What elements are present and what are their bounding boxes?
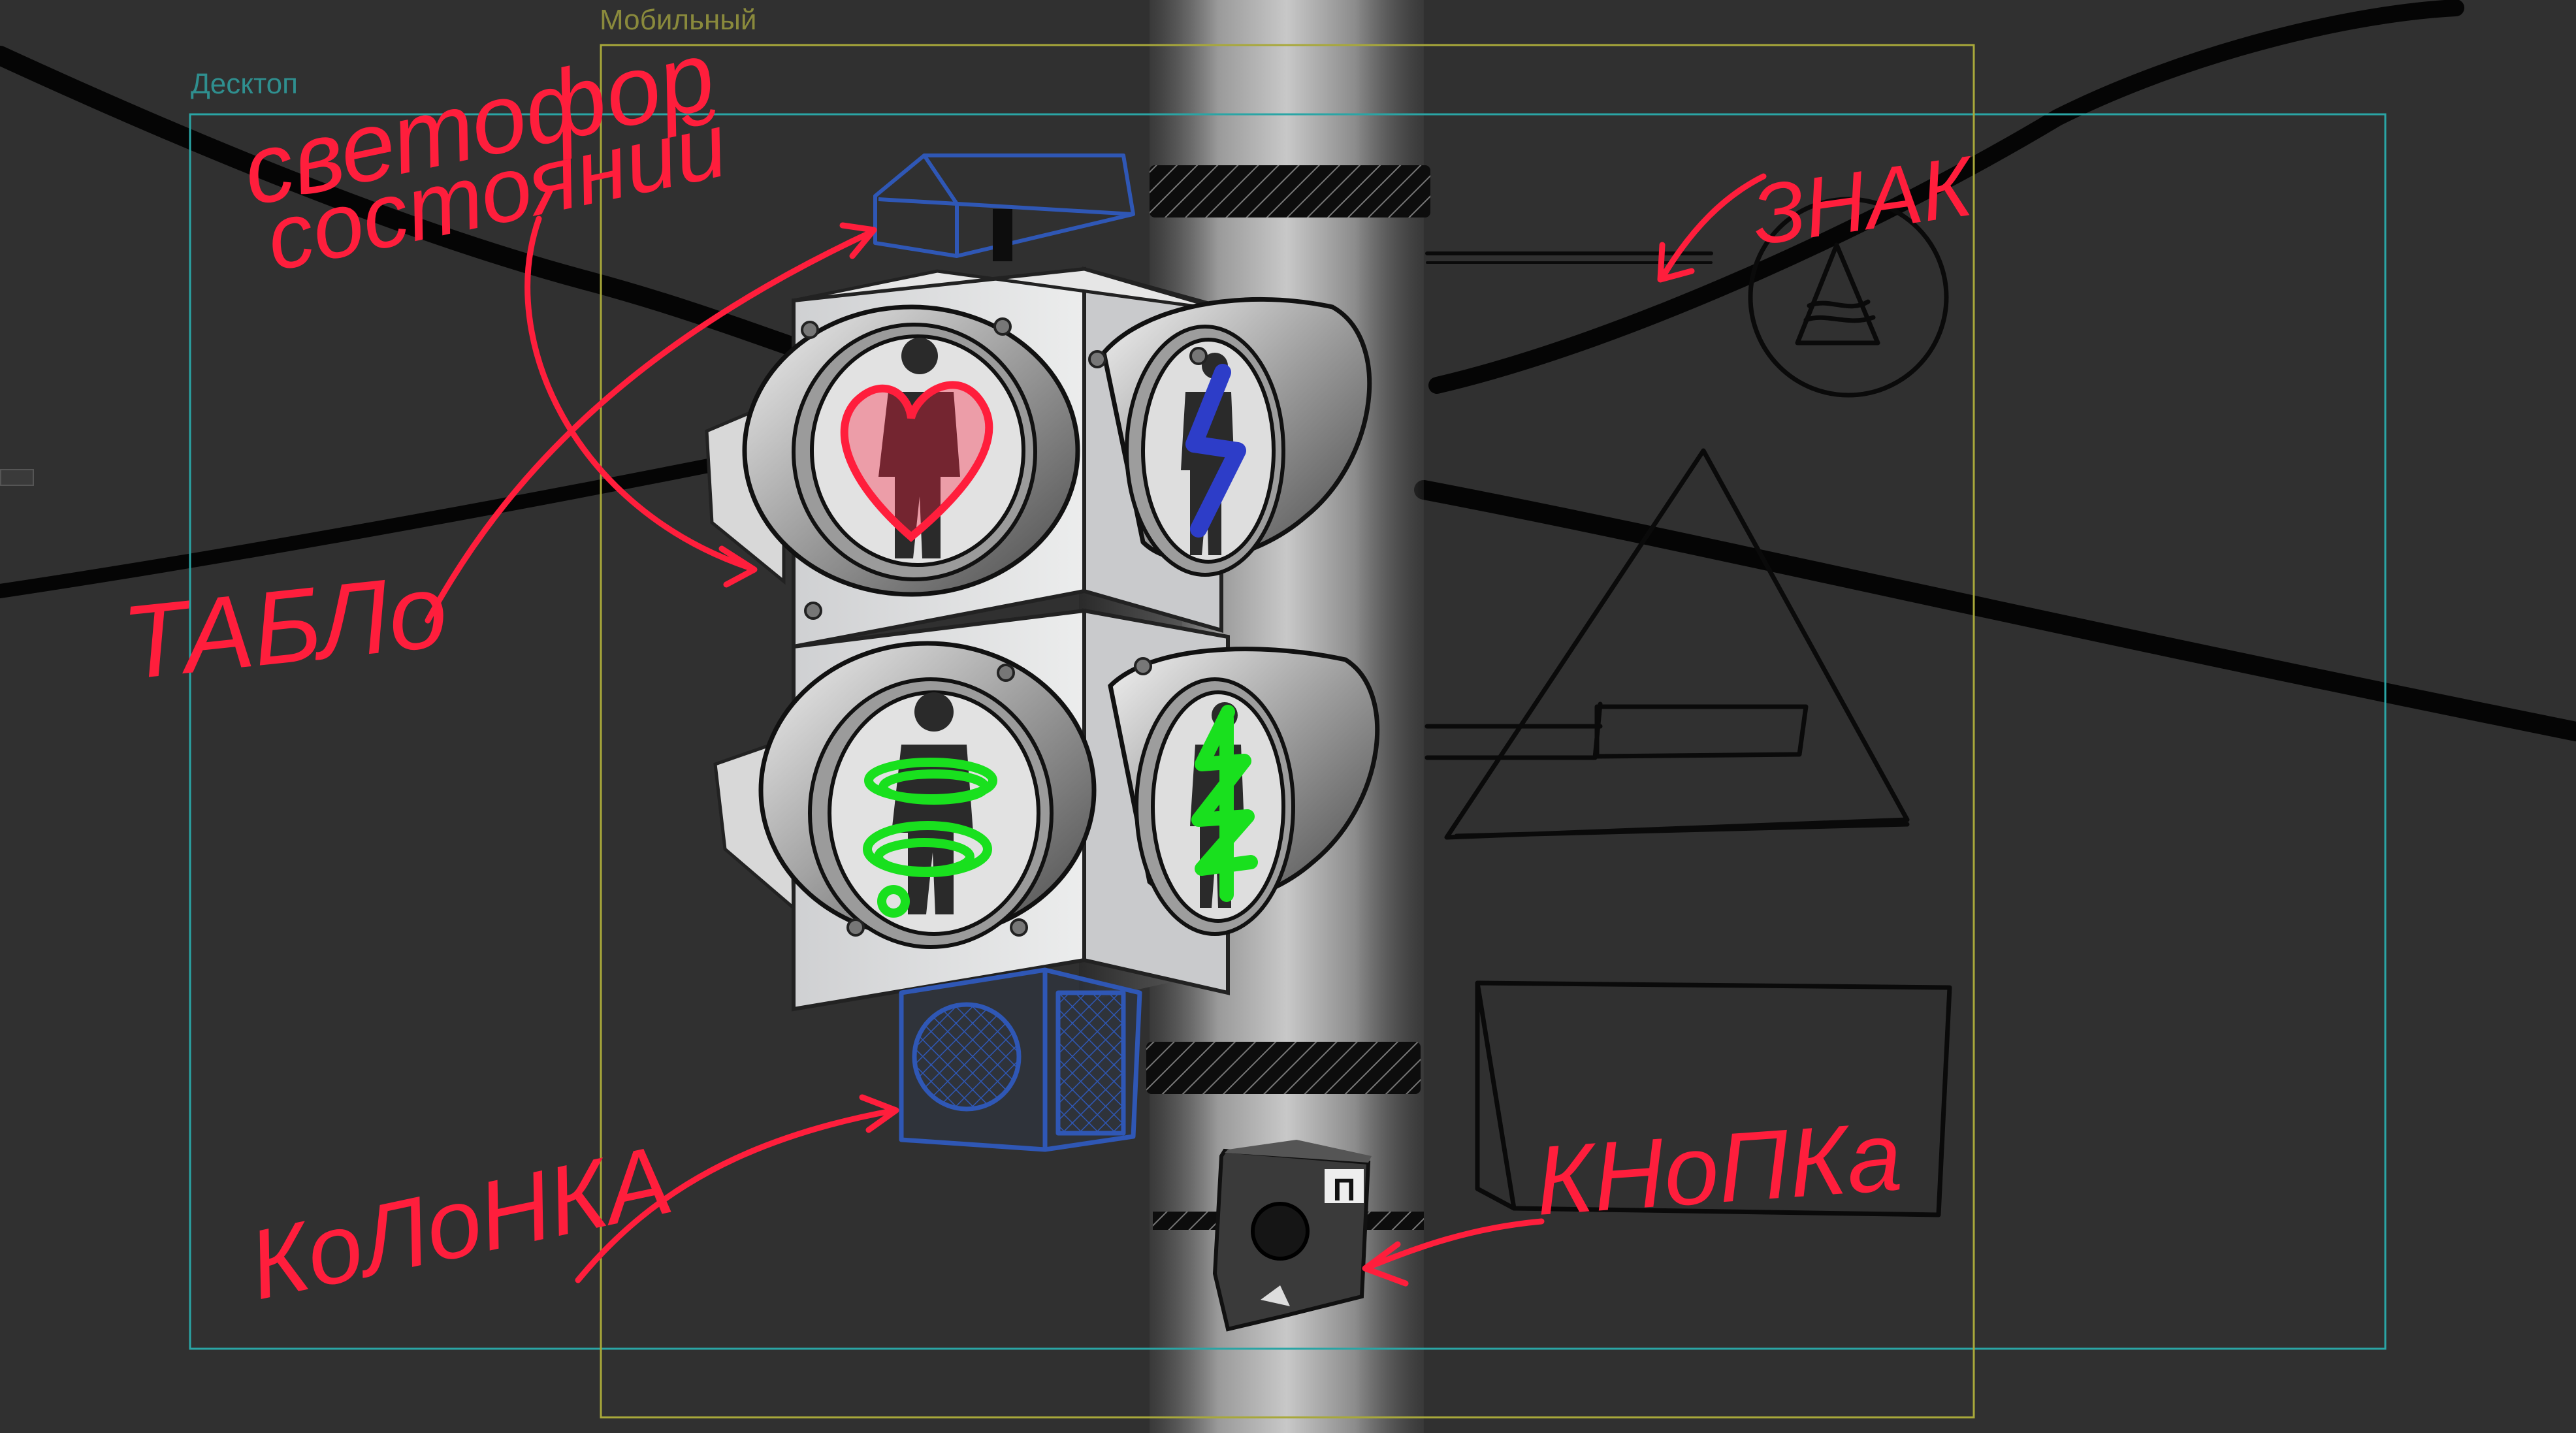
button-device-arrow-icon — [1261, 1285, 1290, 1306]
sign-plate — [1592, 701, 1809, 760]
background-wires — [0, 0, 2576, 741]
wire-left-mid — [0, 450, 758, 598]
signal-lower-right — [1108, 647, 1380, 936]
wire-top-right — [1428, 0, 2464, 394]
sign-triangle — [1444, 448, 1910, 840]
red-annotations — [425, 173, 1767, 1287]
desktop-frame-label: Десктоп — [191, 68, 298, 100]
arrow-to-signal — [524, 216, 758, 588]
sign-circle — [1748, 197, 1949, 398]
desktop-frame — [189, 113, 2387, 1350]
rings-mark — [863, 758, 997, 918]
sign-mini-triangle — [1795, 242, 1880, 346]
wire-right-mid — [1414, 480, 2576, 741]
signal-upper-left — [742, 304, 1080, 597]
mobile-frame-label: Мобильный — [600, 4, 757, 36]
push-button — [1251, 1202, 1310, 1261]
sign-sketch — [1425, 197, 1952, 1217]
signal-upper-right — [1101, 297, 1372, 577]
mount-box-top — [873, 153, 1135, 261]
button-device-logo: П — [1333, 1173, 1356, 1208]
traffic-light — [705, 266, 1380, 1012]
side-panel-handle[interactable] — [0, 469, 34, 486]
push-button-device: П — [1153, 1140, 1424, 1332]
speaker-column — [899, 967, 1142, 1152]
label-kolonka: КоЛоНКА — [240, 1124, 681, 1320]
heart-mark — [840, 381, 993, 542]
button-device-logo-box — [1325, 1169, 1364, 1203]
signal-lower-left — [758, 641, 1097, 949]
wire-top-left — [0, 46, 820, 362]
label-knopka: КНоПКа — [1532, 1101, 1905, 1236]
label-znak: ЗНАК — [1747, 137, 1982, 263]
clamp-bar-top — [1150, 165, 1430, 217]
arrow-to-sign — [1657, 173, 1767, 283]
clamp-bar-bottom — [1146, 1042, 1421, 1094]
mobile-frame — [600, 44, 1975, 1419]
arrow-to-mount-box — [425, 222, 877, 624]
screws — [801, 317, 1208, 937]
tree-mark — [1191, 705, 1258, 902]
arrow-to-speaker — [575, 1094, 899, 1283]
label-tablo: ТАБЛо — [118, 551, 453, 701]
arrow-to-button — [1362, 1218, 1545, 1287]
lightning-mark — [1185, 364, 1246, 538]
sign-box — [1475, 980, 1952, 1217]
sign-mount-bar-mid — [1425, 724, 1603, 760]
